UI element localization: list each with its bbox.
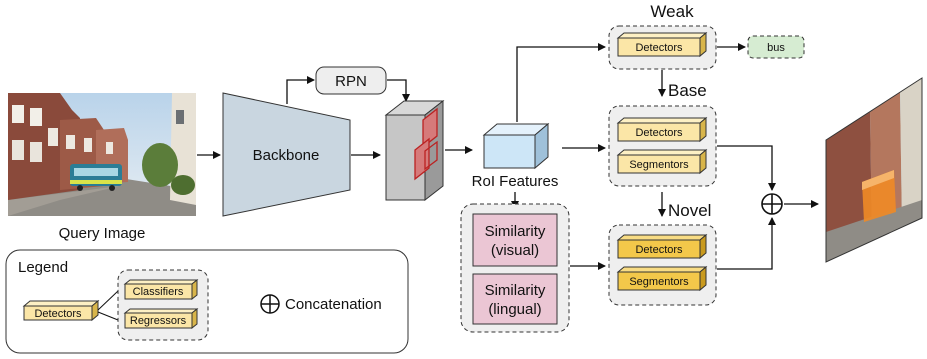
similarity-visual-label-1: Similarity [485,223,546,240]
novel-detectors-block [616,233,708,260]
weak-output-label: bus [767,42,785,54]
base-detectors-block [616,116,708,143]
concat-symbol [761,193,783,215]
legend-link-classifiers [97,290,119,311]
similarity-lingual-block [472,273,558,325]
output-image [825,77,923,263]
weak-detectors-label: Detectors [635,42,683,54]
weak-detectors-block [616,31,708,58]
legend-link-regressors [97,311,119,321]
similarity-visual-label-2: (visual) [491,242,539,259]
arrow-roi-to-weak [516,43,606,122]
arrow-base-to-concat [717,145,776,191]
backbone-label: Backbone [253,147,320,164]
legend-concat-symbol [260,294,280,314]
legend-classifiers-label: Classifiers [133,286,184,298]
roi-features-label: RoI Features [472,173,559,190]
base-title: Base [668,81,707,100]
arrow-rpn-to-featuremap [387,79,410,102]
base-detectors-label: Detectors [635,127,683,139]
legend-regressors-block [123,307,199,330]
similarity-visual-block [472,213,558,267]
feature-map-cube [384,99,445,202]
rpn-block [315,66,387,95]
query-image-label: Query Image [59,225,146,242]
arrow-backbone-to-rpn [286,76,315,104]
legend-title: Legend [18,259,68,276]
rpn-label: RPN [335,73,367,90]
legend-regressors-label: Regressors [130,315,187,327]
backbone-block [222,92,351,217]
novel-segmentors-label: Segmentors [629,276,689,288]
novel-segmentors-block [616,265,708,292]
legend-detectors-label: Detectors [34,308,82,320]
legend-detectors-block [22,299,100,322]
base-segmentors-label: Segmentors [629,159,689,171]
similarity-lingual-label-2: (lingual) [488,301,541,318]
base-segmentors-block [616,148,708,175]
legend-classifiers-block [123,278,199,301]
legend-concat-label: Concatenation [285,296,382,313]
query-image [8,93,196,216]
novel-title: Novel [668,201,711,220]
roi-features-cube [482,122,550,170]
weak-title: Weak [650,2,694,21]
novel-detectors-label: Detectors [635,244,683,256]
similarity-lingual-label-1: Similarity [485,282,546,299]
arrow-novel-to-concat [717,217,776,270]
weak-output-box [747,35,805,59]
